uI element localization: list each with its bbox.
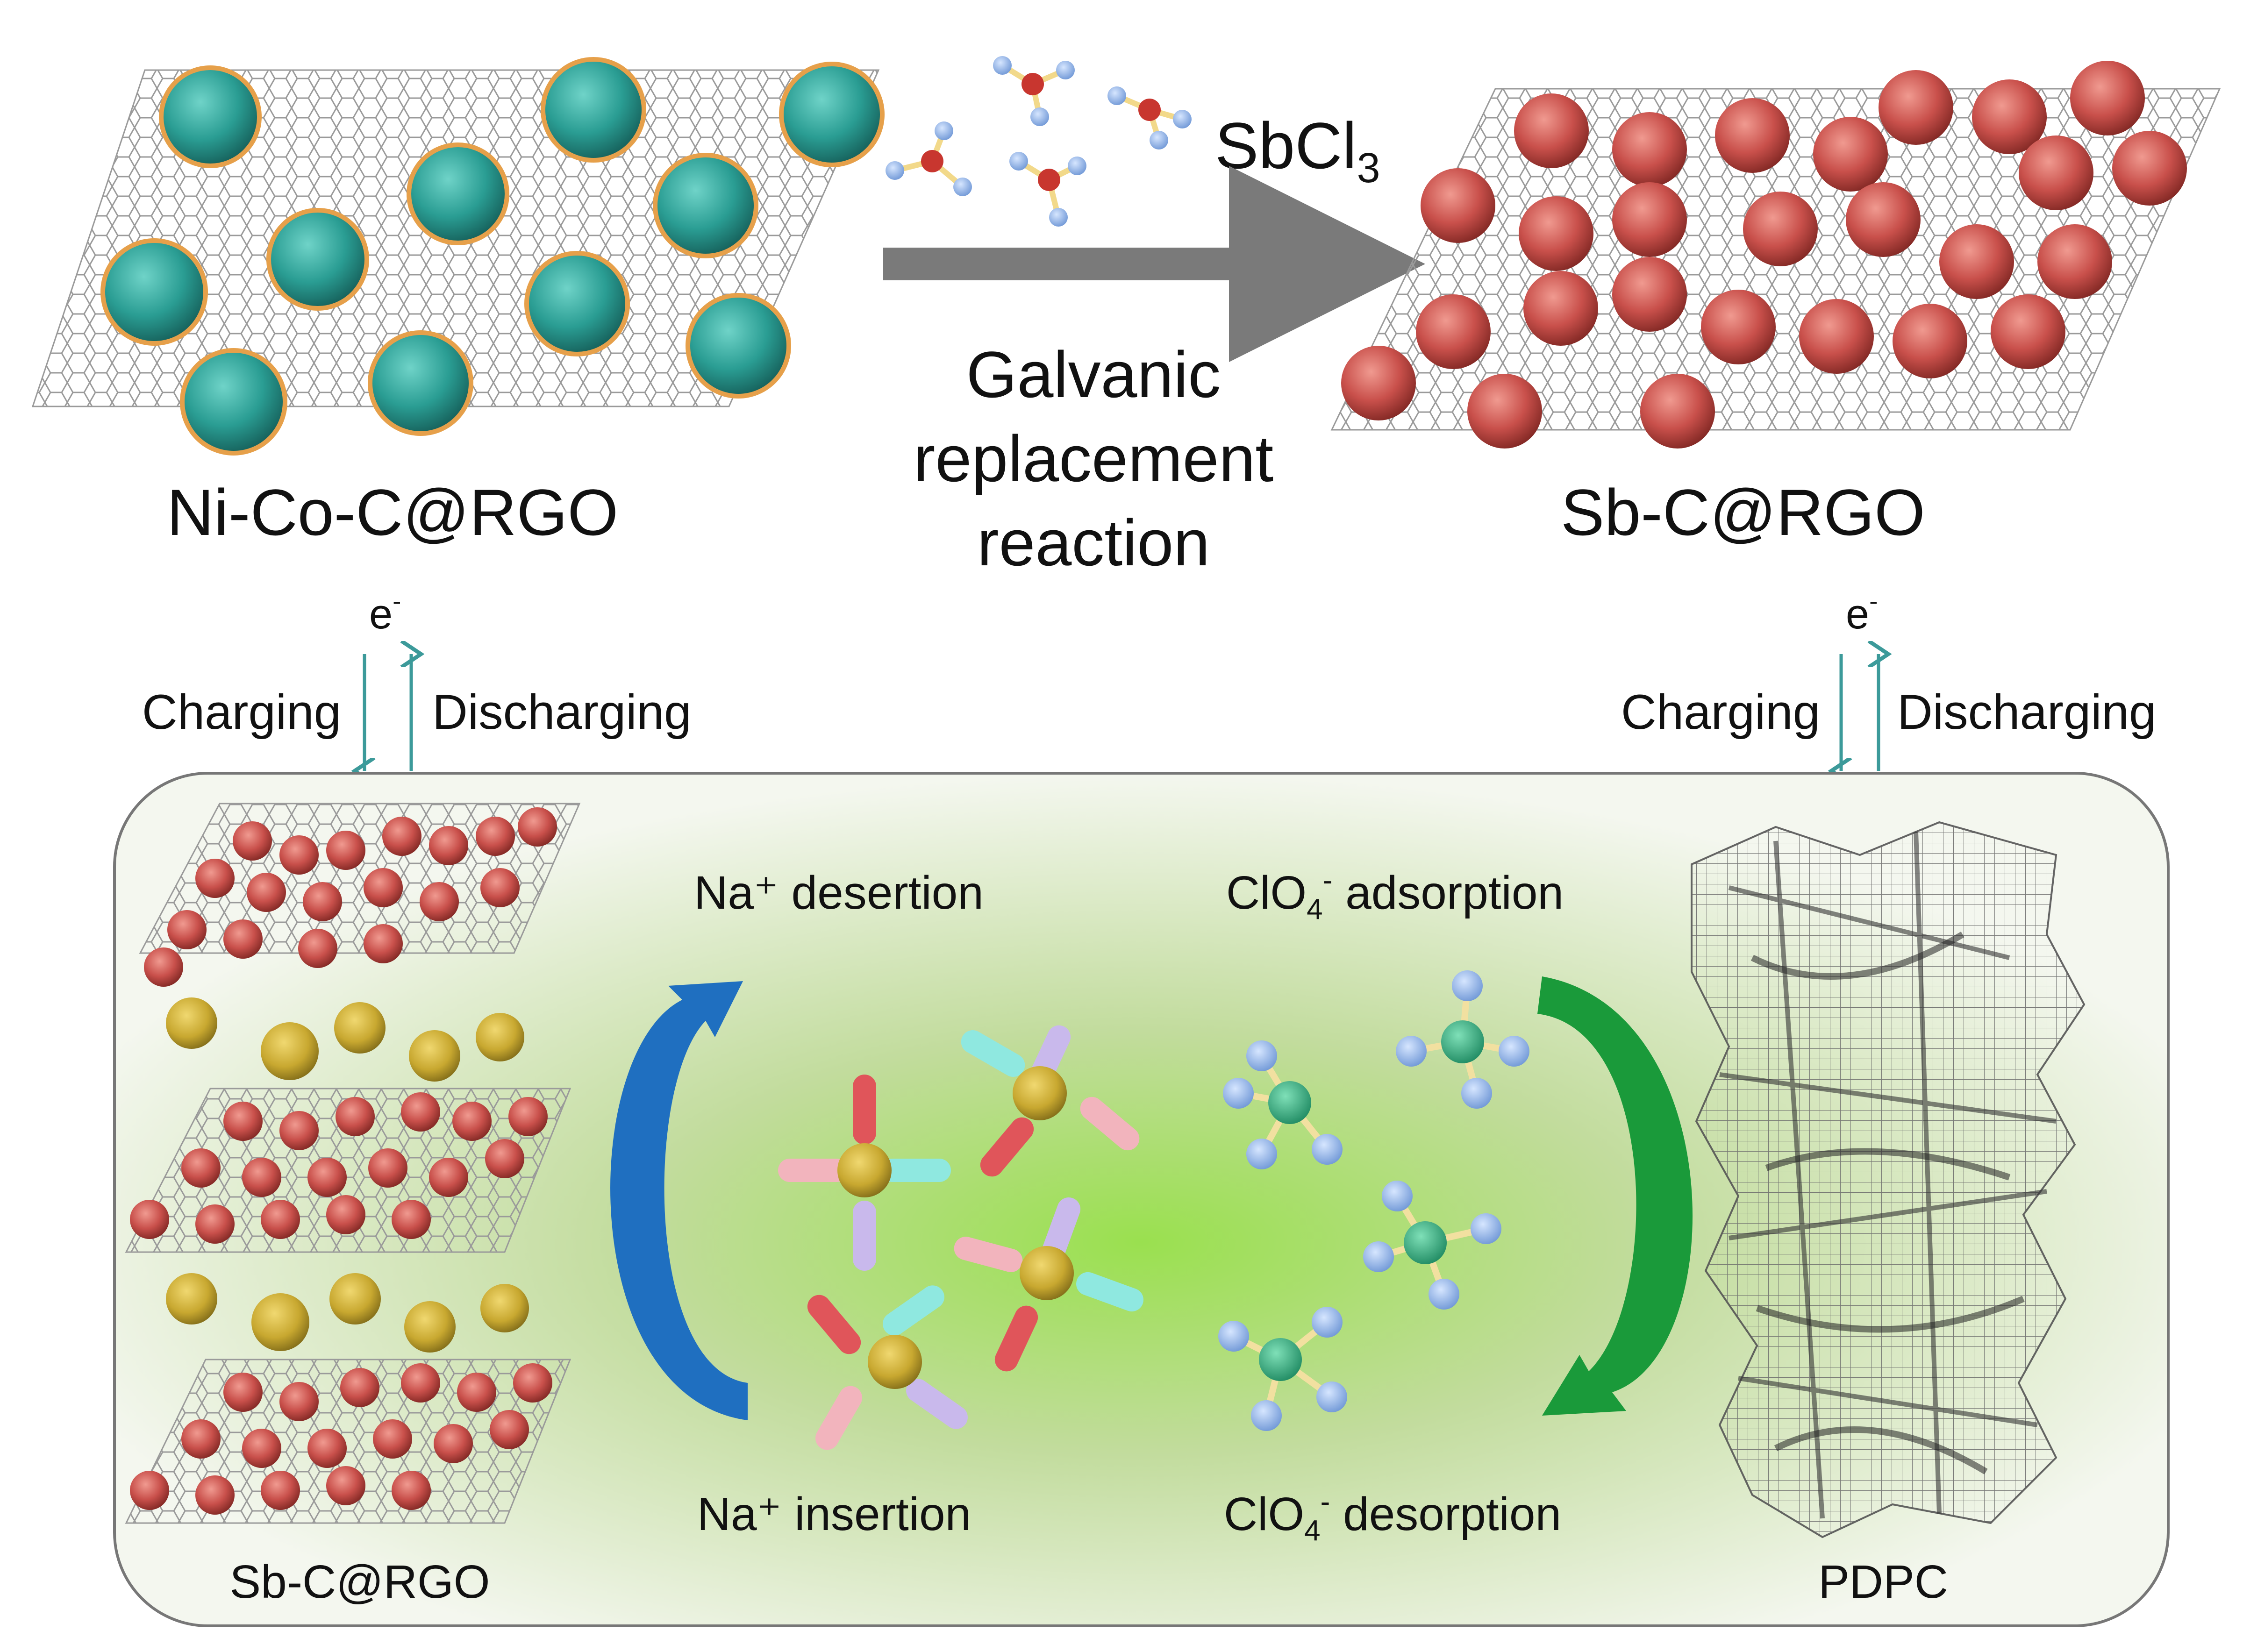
solvated-na (778, 1075, 951, 1271)
process-label: Galvanic replacement reaction (914, 338, 1273, 579)
process-line-3: reaction (977, 506, 1210, 579)
sb-layer-top (139, 803, 581, 987)
sbcl3-molecule (1107, 86, 1192, 150)
right-electrode-label: PDPC (1818, 1556, 1948, 1608)
perchlorate (1218, 1307, 1347, 1431)
sodium-ions-lower (166, 1273, 529, 1353)
ni-co-c-rgo-label: Ni-Co-C@RGO (167, 476, 619, 549)
sbcl3-molecules (886, 56, 1192, 227)
left-electrode (125, 803, 581, 1524)
clo4-desorption-label: ClO4- desorption (1224, 1486, 1561, 1547)
solvated-na (807, 1285, 968, 1450)
solvated-sodium-ions (778, 1025, 1143, 1450)
clo4-cycle-arrow (1537, 976, 1693, 1416)
na-cycle-arrow (610, 981, 748, 1420)
na-insertion-label: Na⁺ insertion (697, 1488, 971, 1540)
ni-co-c-rgo-sheet (31, 57, 885, 456)
ni-co-particles (100, 57, 885, 456)
sbcl3-molecule (993, 56, 1075, 126)
left-charging-label: Charging (142, 685, 341, 740)
left-electrode-label: Sb-C@RGO (229, 1556, 490, 1608)
right-electrode-pdpc (1691, 821, 2086, 1538)
cell-frame (113, 772, 2170, 1627)
right-discharging-label: Discharging (1897, 685, 2156, 740)
sb-layer-bottom (125, 1359, 571, 1524)
sbcl3-molecule (886, 121, 972, 196)
sb-c-rgo-sheet (1330, 61, 2221, 449)
na-desertion-label: Na⁺ desertion (694, 867, 984, 919)
right-electron-label: e- (1846, 586, 1878, 638)
left-electron-label: e- (369, 586, 401, 638)
perchlorate (1223, 1040, 1343, 1169)
sbcl3-label: SbCl3 (1215, 109, 1380, 192)
process-line-2: replacement (914, 422, 1273, 495)
sbcl3-molecule (1009, 152, 1086, 227)
solvated-na (961, 1025, 1140, 1177)
sodium-ions-upper (166, 997, 524, 1082)
left-electron-flow: e- Charging Discharging (142, 586, 691, 771)
right-charging-label: Charging (1621, 685, 1820, 740)
sb-particles (1341, 61, 2187, 449)
left-discharging-label: Discharging (432, 685, 691, 740)
solvated-na (954, 1197, 1143, 1372)
sb-c-rgo-label: Sb-C@RGO (1561, 476, 1925, 549)
process-line-1: Galvanic (966, 338, 1221, 411)
clo4-adsorption-label: ClO4- adsorption (1226, 864, 1564, 926)
perchlorate (1396, 970, 1529, 1109)
perchlorate (1363, 1181, 1501, 1310)
perchlorate-ions (1218, 970, 1529, 1431)
sb-layer-middle (125, 1088, 571, 1253)
right-electron-flow: e- Charging Discharging (1621, 586, 2156, 771)
